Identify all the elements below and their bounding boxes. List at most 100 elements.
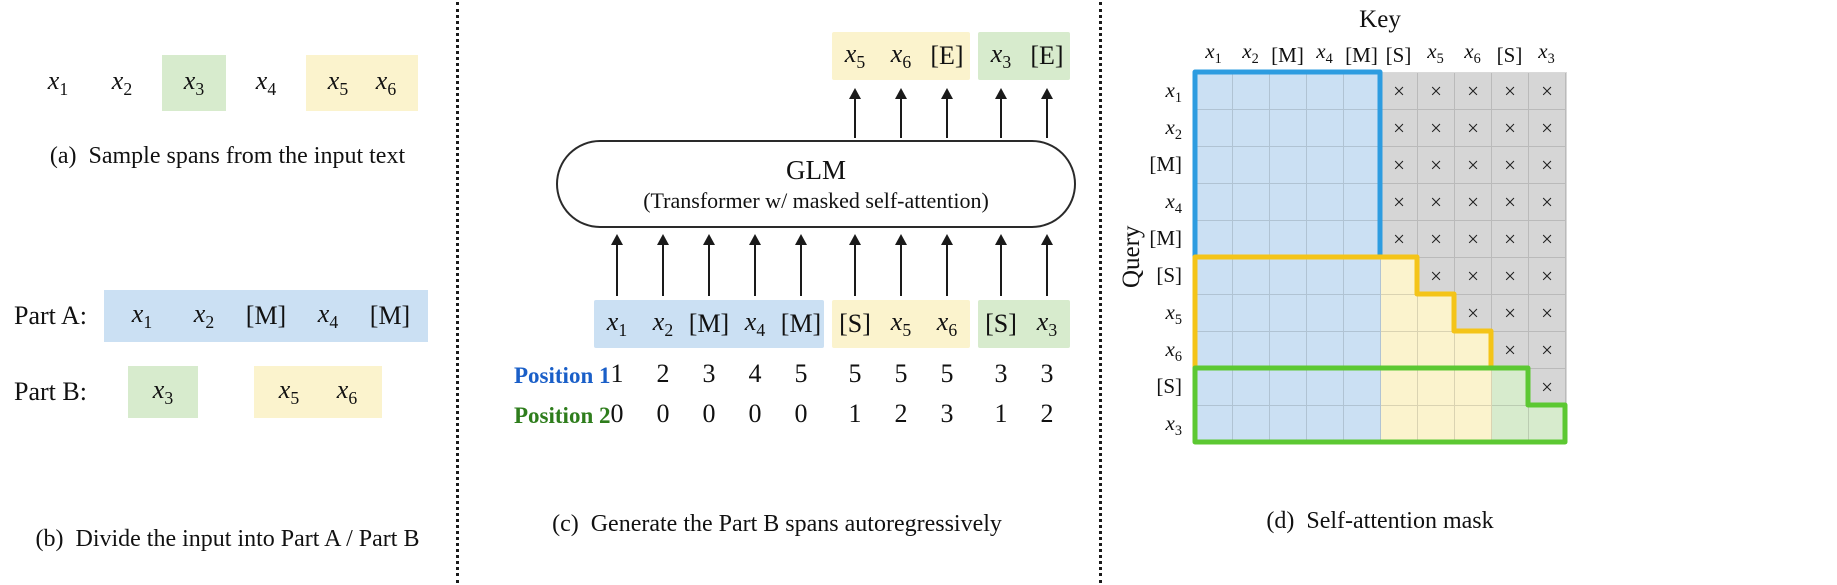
query-token-label: x5 [1165, 300, 1182, 329]
visible-cell [1307, 184, 1344, 221]
key-token-label: x4 [1316, 38, 1333, 67]
visible-cell [1381, 369, 1418, 406]
masked-cell: × [1529, 221, 1566, 258]
masked-cell: × [1455, 147, 1492, 184]
visible-cell [1270, 332, 1307, 369]
masked-cell: × [1529, 332, 1566, 369]
token-x5: x5 [327, 65, 349, 100]
up-arrow [941, 88, 953, 138]
position2-label: Position 2 [514, 403, 611, 428]
visible-cell [1196, 147, 1233, 184]
position-value: 0 [656, 399, 670, 428]
token-x1: x1 [47, 65, 69, 100]
masked-cell: × [1492, 110, 1529, 147]
key-token-label: [M] [1345, 43, 1378, 67]
masked-cell: × [1529, 110, 1566, 147]
position-value: 1 [610, 359, 624, 388]
up-arrow [895, 88, 907, 138]
query-token-label: [S] [1156, 263, 1182, 287]
masked-cell: × [1492, 221, 1529, 258]
caption-c: (c) Generate the Part B spans autoregres… [552, 511, 1002, 537]
masked-cell: × [1455, 221, 1492, 258]
highlight-span-green: x3 [162, 55, 226, 111]
query-token-label: x1 [1165, 78, 1182, 107]
visible-cell [1270, 295, 1307, 332]
visible-cell [1233, 147, 1270, 184]
position-value: 0 [794, 399, 808, 428]
plain-token-group: x2 [98, 55, 146, 111]
token-[M]: [M] [780, 309, 822, 338]
key-token-label: x6 [1464, 38, 1481, 67]
visible-cell [1270, 406, 1307, 443]
key-token-label: [S] [1496, 43, 1523, 67]
masked-cell: × [1418, 258, 1455, 295]
up-arrow [849, 88, 861, 138]
part-b-span-yellow: x5 x6 [254, 366, 382, 418]
visible-cell [1270, 110, 1307, 147]
up-arrow [941, 234, 953, 296]
input-span-green: [S] x3 [978, 300, 1070, 348]
up-arrow [611, 234, 623, 296]
key-token-label: x5 [1427, 38, 1444, 67]
output-arrows [456, 88, 1098, 138]
masked-cell: × [1455, 258, 1492, 295]
position-value: 2 [894, 399, 908, 428]
position-value: 2 [1040, 399, 1054, 428]
token-x4: x4 [255, 65, 277, 100]
visible-cell [1307, 406, 1344, 443]
position-value: 4 [748, 359, 762, 388]
position-value: 5 [794, 359, 808, 388]
visible-cell [1455, 369, 1492, 406]
visible-cell [1233, 110, 1270, 147]
position-value: 1 [994, 399, 1008, 428]
visible-cell [1418, 295, 1455, 332]
masked-cell: × [1529, 295, 1566, 332]
visible-cell [1233, 258, 1270, 295]
plain-token-group: x1 [34, 55, 82, 111]
token-x1: x1 [131, 298, 153, 333]
key-token-label: [S] [1385, 43, 1412, 67]
panel-divider [456, 2, 459, 583]
masked-cell: × [1418, 221, 1455, 258]
visible-cell [1344, 73, 1381, 110]
up-arrow [895, 234, 907, 296]
visible-cell [1233, 406, 1270, 443]
up-arrow [849, 234, 861, 296]
token-x2: x2 [111, 65, 133, 100]
up-arrow [995, 88, 1007, 138]
visible-cell [1344, 295, 1381, 332]
token-[M]: [M] [245, 301, 287, 330]
query-token-label: [M] [1149, 226, 1182, 250]
visible-cell [1196, 184, 1233, 221]
masked-cell: × [1418, 73, 1455, 110]
visible-cell [1196, 73, 1233, 110]
query-token-label: [M] [1149, 152, 1182, 176]
visible-cell [1270, 73, 1307, 110]
masked-cell: × [1455, 184, 1492, 221]
position-value: 3 [1040, 359, 1054, 388]
key-token-label: x1 [1205, 38, 1222, 67]
glm-subtitle: (Transformer w/ masked self-attention) [643, 187, 989, 213]
token-x6: x6 [890, 38, 912, 73]
token-x3: x3 [183, 65, 205, 100]
masked-cell: × [1529, 258, 1566, 295]
token-[M]: [M] [688, 309, 730, 338]
token-x6: x6 [336, 374, 358, 409]
token-x2: x2 [193, 298, 215, 333]
position-value: 0 [748, 399, 762, 428]
position-value: 5 [894, 359, 908, 388]
token-[S]: [S] [985, 309, 1017, 338]
position-value: 0 [610, 399, 624, 428]
token-x3: x3 [1036, 306, 1058, 341]
visible-cell [1307, 147, 1344, 184]
caption-d: (d) Self-attention mask [1266, 508, 1494, 534]
key-token-label: x2 [1242, 38, 1259, 67]
token-x5: x5 [278, 374, 300, 409]
masked-cell: × [1492, 295, 1529, 332]
